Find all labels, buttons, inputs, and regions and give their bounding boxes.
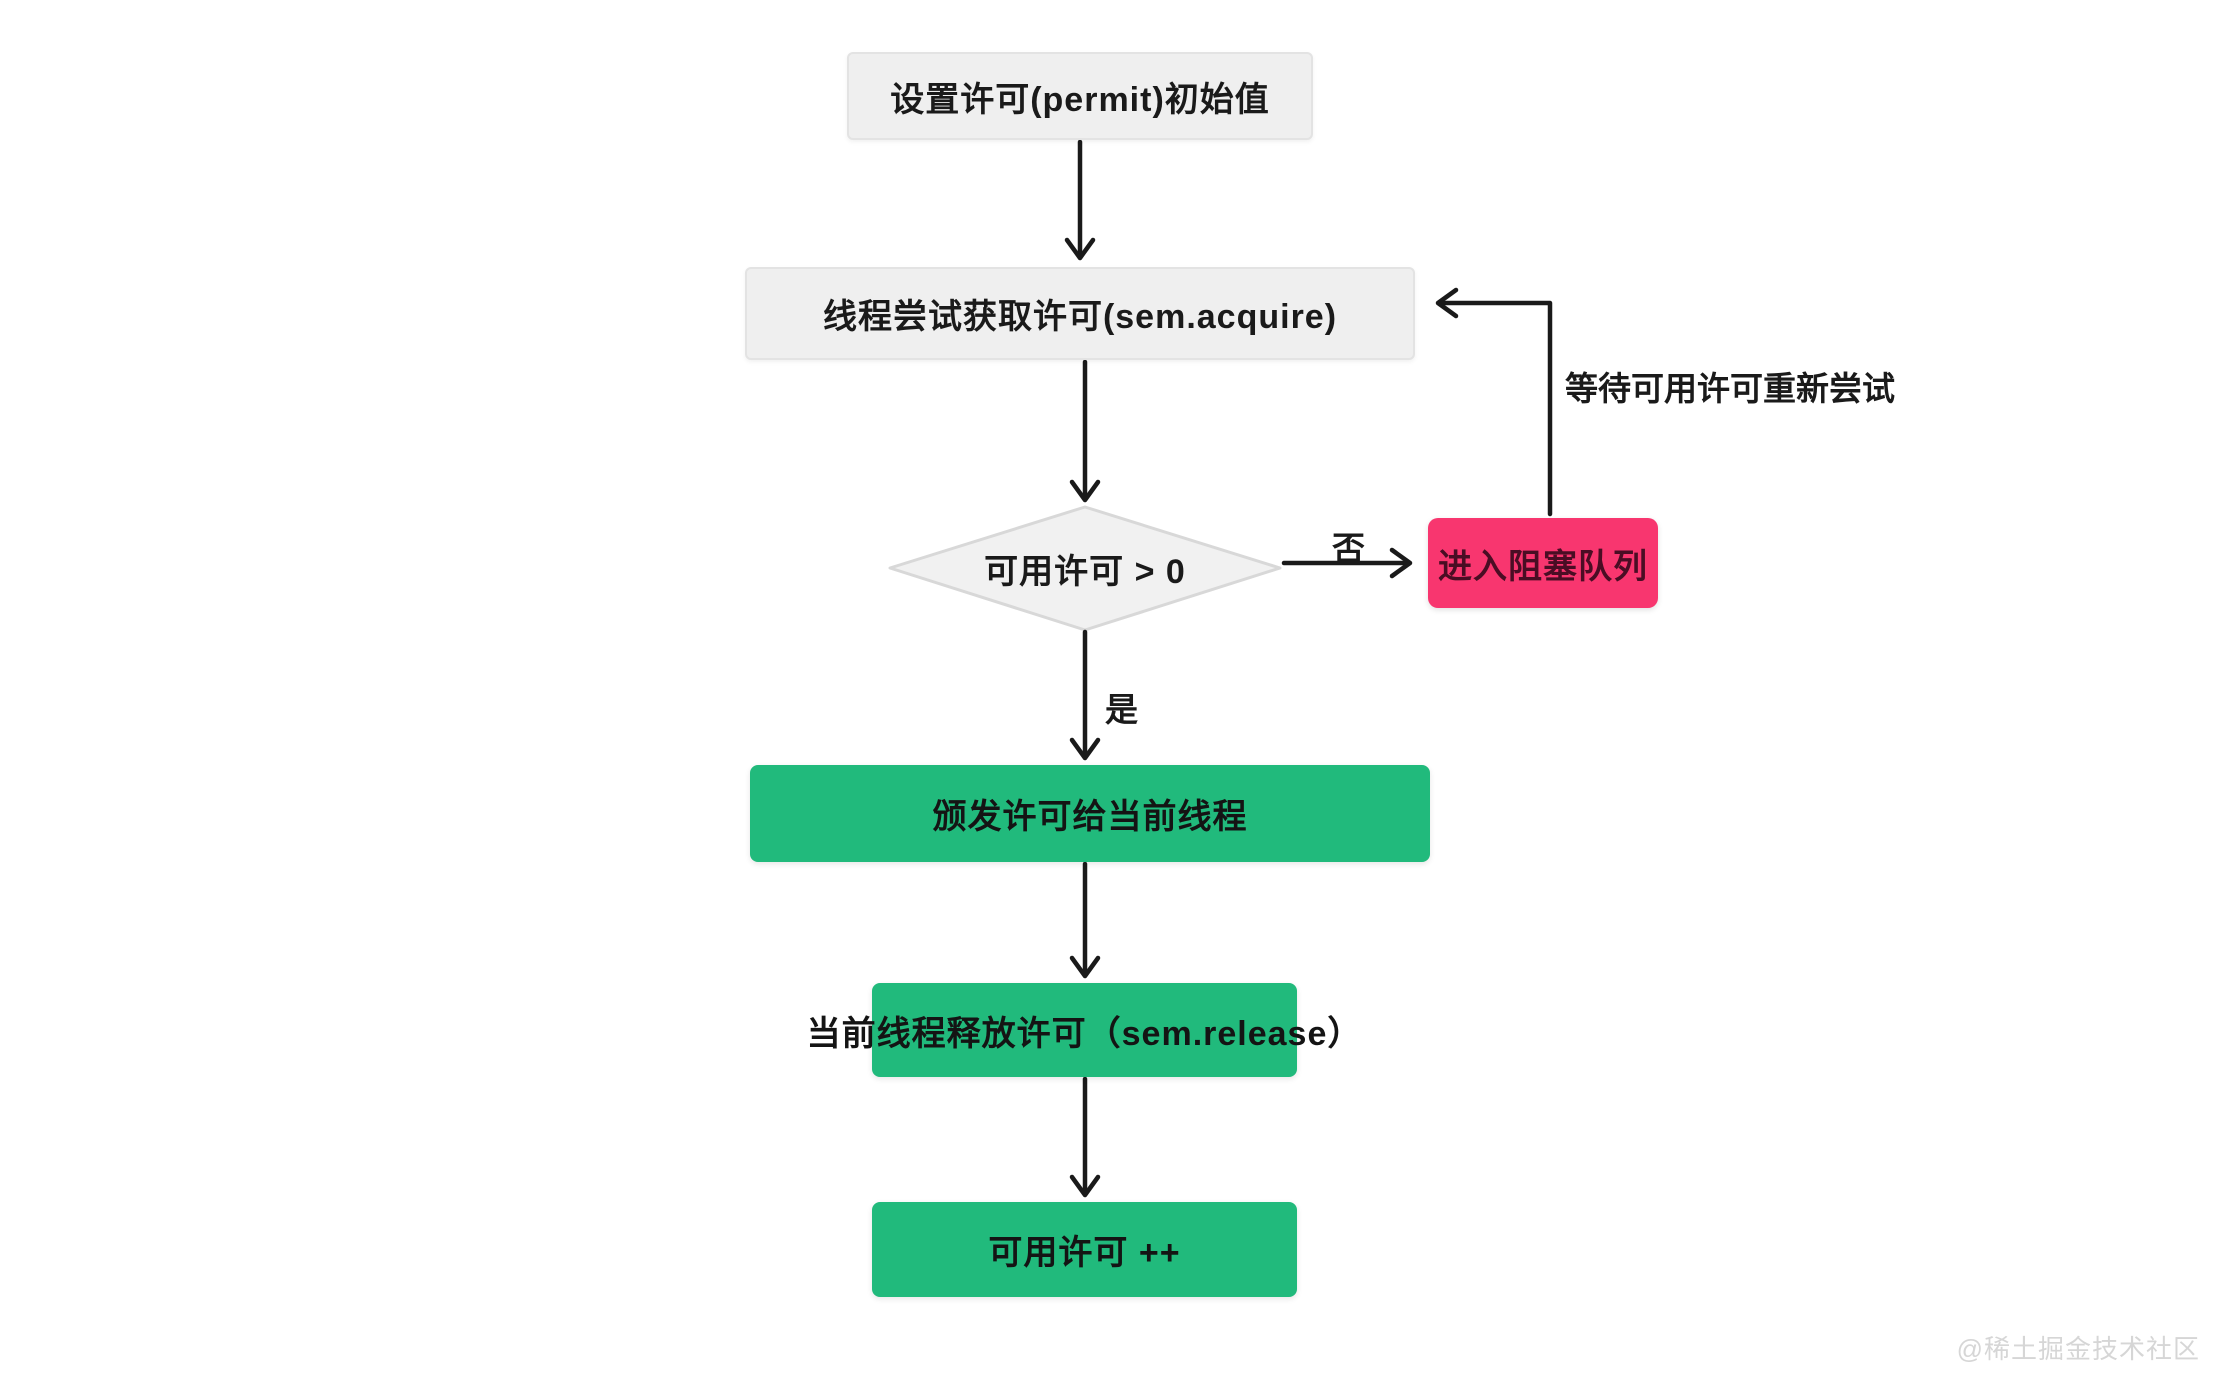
watermark-juejin-community: @稀土掘金技术社区	[1956, 1334, 2200, 1364]
edge-release-to-increment	[1069, 1076, 1101, 1198]
edge-acquire-to-decision	[1069, 359, 1101, 503]
node-thread-acquire: 线程尝试获取许可(sem.acquire)	[745, 267, 1415, 360]
edge-label-no: 否	[1332, 530, 1365, 567]
node-decision-permit-gt-zero: 可用许可 > 0	[984, 552, 1186, 591]
node-release-permit: 当前线程释放许可（sem.release）	[807, 983, 1361, 1077]
edge-block-to-acquire-feedback	[1435, 287, 1553, 517]
edge-grant-to-release	[1069, 861, 1101, 979]
edge-decision-to-grant	[1069, 629, 1101, 761]
decision-diamond-shape	[888, 505, 1282, 632]
edge-decision-to-block	[1281, 547, 1413, 579]
node-permit-increment: 可用许可 ++	[872, 1202, 1297, 1297]
node-enter-blocking-queue: 进入阻塞队列	[1428, 518, 1658, 608]
node-grant-permit: 颁发许可给当前线程	[750, 765, 1430, 862]
edge-label-retry: 等待可用许可重新尝试	[1565, 370, 1895, 407]
edge-init-to-acquire	[1064, 139, 1096, 261]
edge-label-yes: 是	[1105, 691, 1138, 728]
node-set-permit-initial: 设置许可(permit)初始值	[847, 52, 1313, 140]
